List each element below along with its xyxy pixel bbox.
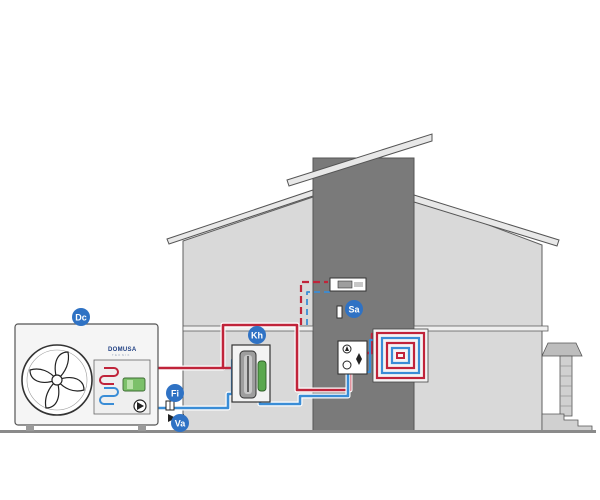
filter-icon[interactable]: [165, 400, 175, 411]
center-roof: [286, 133, 433, 187]
underfloor-heating-coil: [372, 328, 429, 383]
badge-sa-label: Sa: [348, 304, 360, 314]
brand-logo: DOMUSA: [108, 347, 137, 353]
expansion-vessel: [257, 360, 267, 392]
badge-kh[interactable]: Kh: [248, 326, 266, 344]
house: [0, 133, 596, 433]
floor-slab-right: [413, 325, 549, 332]
badge-dc-label: Dc: [75, 312, 87, 322]
indoor-hydraulic-kit[interactable]: [231, 344, 271, 403]
room-thermostat[interactable]: [336, 305, 343, 319]
badge-va[interactable]: Va: [171, 414, 189, 432]
badge-va-label: Va: [175, 418, 187, 428]
badge-fi-label: Fi: [171, 388, 179, 398]
badge-sa[interactable]: Sa: [345, 300, 363, 318]
pump-icon: [133, 399, 147, 413]
entrance-steps: [541, 413, 593, 433]
badge-dc[interactable]: Dc: [72, 308, 90, 326]
cold-pipe-dashed-upper: [306, 291, 330, 325]
heat-exchanger-coil: [99, 367, 119, 405]
badge-fi[interactable]: Fi: [166, 384, 184, 402]
fan-icon: [21, 344, 93, 416]
left-roof: [166, 189, 314, 245]
right-roof: [413, 194, 560, 247]
central-tower: [312, 157, 415, 433]
compressor-icon: [122, 377, 146, 392]
brand-sub-logo: TEKNIK: [112, 353, 131, 357]
outdoor-heat-pump-unit[interactable]: DOMUSA TEKNIK: [14, 323, 159, 431]
porch: [541, 342, 593, 433]
mixing-group[interactable]: [337, 340, 368, 375]
hot-pipe-dashed-upper: [299, 280, 328, 325]
fan-coil-unit[interactable]: [329, 277, 367, 292]
badge-kh-label: Kh: [251, 330, 263, 340]
ground-line: [0, 430, 596, 433]
